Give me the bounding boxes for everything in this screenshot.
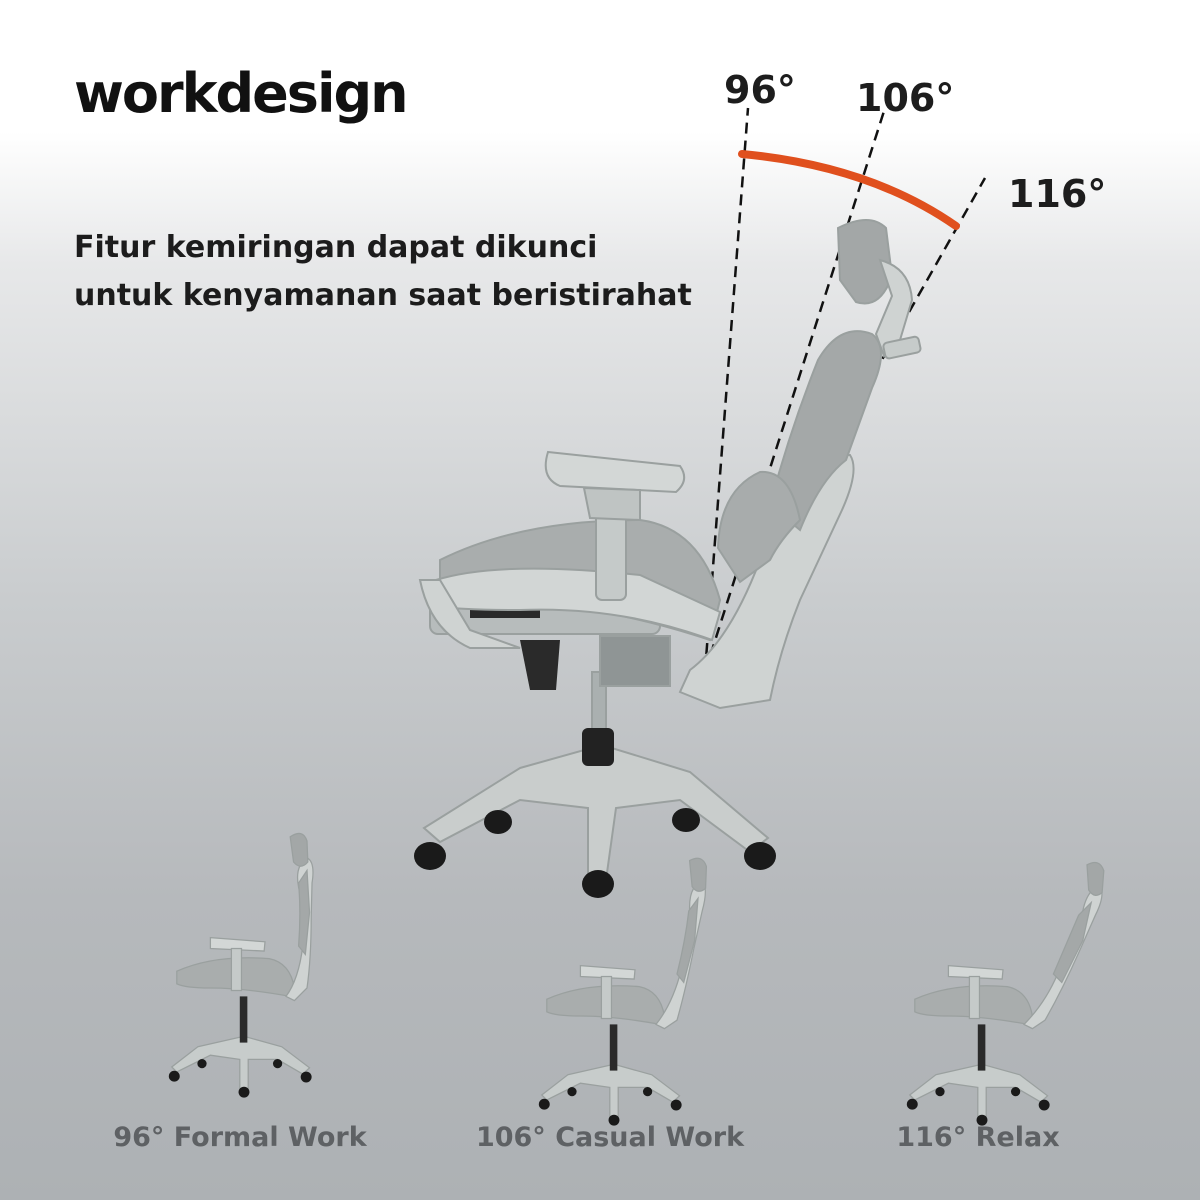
small-chair-96	[168, 832, 314, 1098]
small-chair-106	[538, 857, 708, 1126]
tagline-line-2: untuk kenyamanan saat beristirahat	[74, 278, 692, 313]
main-chair	[414, 219, 922, 898]
caption-relax: 116° Relax	[896, 1122, 1060, 1153]
tagline-line-1: Fitur kemiringan dapat dikunci	[74, 230, 598, 265]
angle-label-106: 106°	[856, 76, 955, 120]
caption-casual-work: 106° Casual Work	[475, 1122, 745, 1153]
feature-tagline: Fitur kemiringan dapat dikunci untuk ken…	[74, 224, 734, 320]
brand-logo: workdesign	[74, 62, 409, 125]
guide-line-106	[703, 107, 887, 673]
angle-label-116: 116°	[1008, 172, 1107, 216]
caption-formal-work: 96° Formal Work	[113, 1122, 367, 1153]
angle-label-96: 96°	[724, 68, 796, 112]
recline-arc	[738, 150, 960, 230]
small-chair-116	[906, 861, 1105, 1126]
